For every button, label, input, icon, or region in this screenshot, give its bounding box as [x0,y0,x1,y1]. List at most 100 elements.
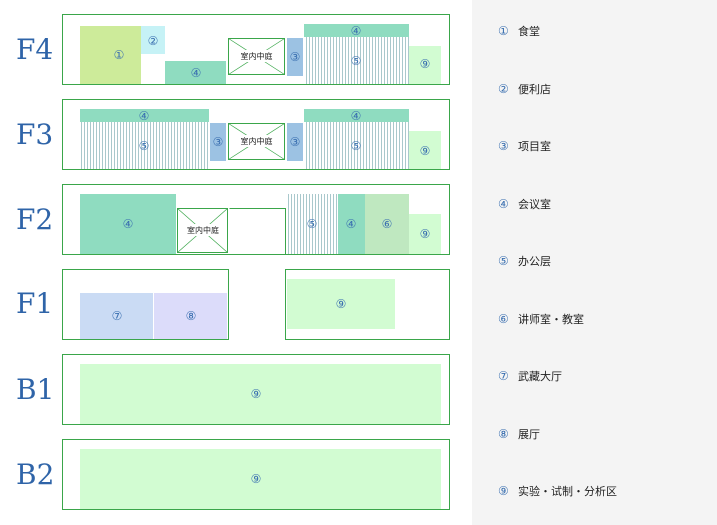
room-lab [409,214,441,254]
legend-number: ② [498,82,509,96]
floor-f4: ① ② ④ 室内中庭 ③ ④ ⑤ ⑨ [62,14,450,85]
floor-label-f2: F2 [16,203,53,236]
floor-label-f3: F3 [16,118,53,151]
room-hall [80,293,153,339]
room-number: ③ [290,135,301,149]
legend-label: 便利店 [518,83,551,96]
room-number: ④ [346,217,357,231]
legend-number: ④ [498,197,509,211]
room-lab [409,131,441,169]
floor-label-f1: F1 [16,287,53,320]
floor-b1: ⑨ [62,354,450,425]
courtyard-label: 室内中庭 [187,225,219,235]
room-number: ④ [123,217,134,231]
legend-label: 讲师室・教室 [518,313,584,326]
floor-outline [62,354,450,425]
floor-outline [62,439,450,510]
floor-outline [62,14,450,85]
room-office [80,122,209,169]
room-project [287,123,303,161]
legend-number: ⑥ [498,312,509,326]
room-number: ⑨ [420,227,431,241]
room-meeting [80,109,209,122]
floor-b2: ⑨ [62,439,450,510]
legend-label: 项目室 [518,140,551,153]
legend-label: 办公层 [518,255,551,268]
room-number: ① [114,48,125,62]
floor-plan-diagram: F4 F3 F2 F1 B1 B2 ① ② ④ 室内中庭 ③ ④ ⑤ ⑨ ④ [16,14,450,510]
floor-f3: ④ ⑤ ③ 室内中庭 ③ ④ ⑤ ⑨ [62,99,450,170]
room-office [287,194,338,254]
legend-item-dining: ① 食堂 [498,21,540,41]
room-number: ⑤ [351,54,362,68]
room-number: ③ [213,135,224,149]
room-meeting [80,194,176,254]
room-dining [80,26,141,84]
room-number: ⑧ [186,309,197,323]
courtyard: 室内中庭 [228,38,285,75]
room-number: ⑨ [420,144,431,158]
floor-f2: ④ 室内中庭 ⑤ ④ ⑥ ⑨ [62,184,450,255]
room-number: ④ [191,66,202,80]
legend-number: ⑧ [498,427,509,441]
legend-label: 会议室 [518,198,551,211]
room-number: ④ [351,109,362,123]
room-number: ⑨ [336,297,347,311]
legend-number: ③ [498,139,509,153]
floor-f1: ⑦ ⑧ ⑨ [62,269,450,340]
room-meeting [304,109,409,122]
legend-number: ① [498,24,509,38]
room-exhibition [154,293,227,339]
floor-label-b2: B2 [16,458,54,491]
legend-item-project: ③ 项目室 [498,136,551,156]
courtyard-label: 室内中庭 [241,51,273,61]
legend-item-instructor: ⑥ 讲师室・教室 [498,309,584,329]
room-office [304,37,409,84]
room-number: ④ [139,109,150,123]
room-number: ④ [351,24,362,38]
room-meeting [165,61,226,84]
legend-number: ⑦ [498,369,509,383]
room-number: ② [148,34,159,48]
floor-label-b1: B1 [16,373,54,406]
room-project [287,38,303,76]
courtyard-label: 室内中庭 [241,136,273,146]
legend-label: 实验・试制・分析区 [518,485,617,498]
floor-outline-east [285,269,450,340]
room-number: ⑨ [251,387,262,401]
room-instructor [365,194,409,254]
room-number: ③ [290,50,301,64]
legend-item-lab: ⑨ 实验・试制・分析区 [498,481,617,501]
room-lab [409,46,441,84]
legend-item-convenience: ② 便利店 [498,79,551,99]
room-lab [80,449,441,509]
room-number: ⑤ [351,139,362,153]
room-number: ⑥ [382,217,393,231]
room-lab [287,279,395,329]
legend-label: 武藏大厅 [518,370,562,383]
legend-number: ⑤ [498,254,509,268]
floor-outline [62,99,450,170]
floor-outline-west [62,269,229,340]
legend-item-hall: ⑦ 武藏大厅 [498,366,562,386]
room-meeting [338,194,365,254]
room-number: ⑨ [420,57,431,71]
room-number: ⑨ [251,472,262,486]
floor-outline [62,184,450,255]
legend-label: 食堂 [518,25,540,38]
legend-item-meeting: ④ 会议室 [498,194,551,214]
room-number: ⑤ [307,217,318,231]
room-number: ⑦ [112,309,123,323]
room-project [210,123,226,161]
room-convenience [141,26,165,54]
room-meeting [304,24,409,37]
legend-item-office: ⑤ 办公层 [498,251,551,271]
legend-number: ⑨ [498,484,509,498]
room-number: ⑤ [139,139,150,153]
room-lab [80,364,441,424]
floor-label-f4: F4 [16,33,53,66]
courtyard: 室内中庭 [177,208,228,253]
room-office [304,122,409,169]
